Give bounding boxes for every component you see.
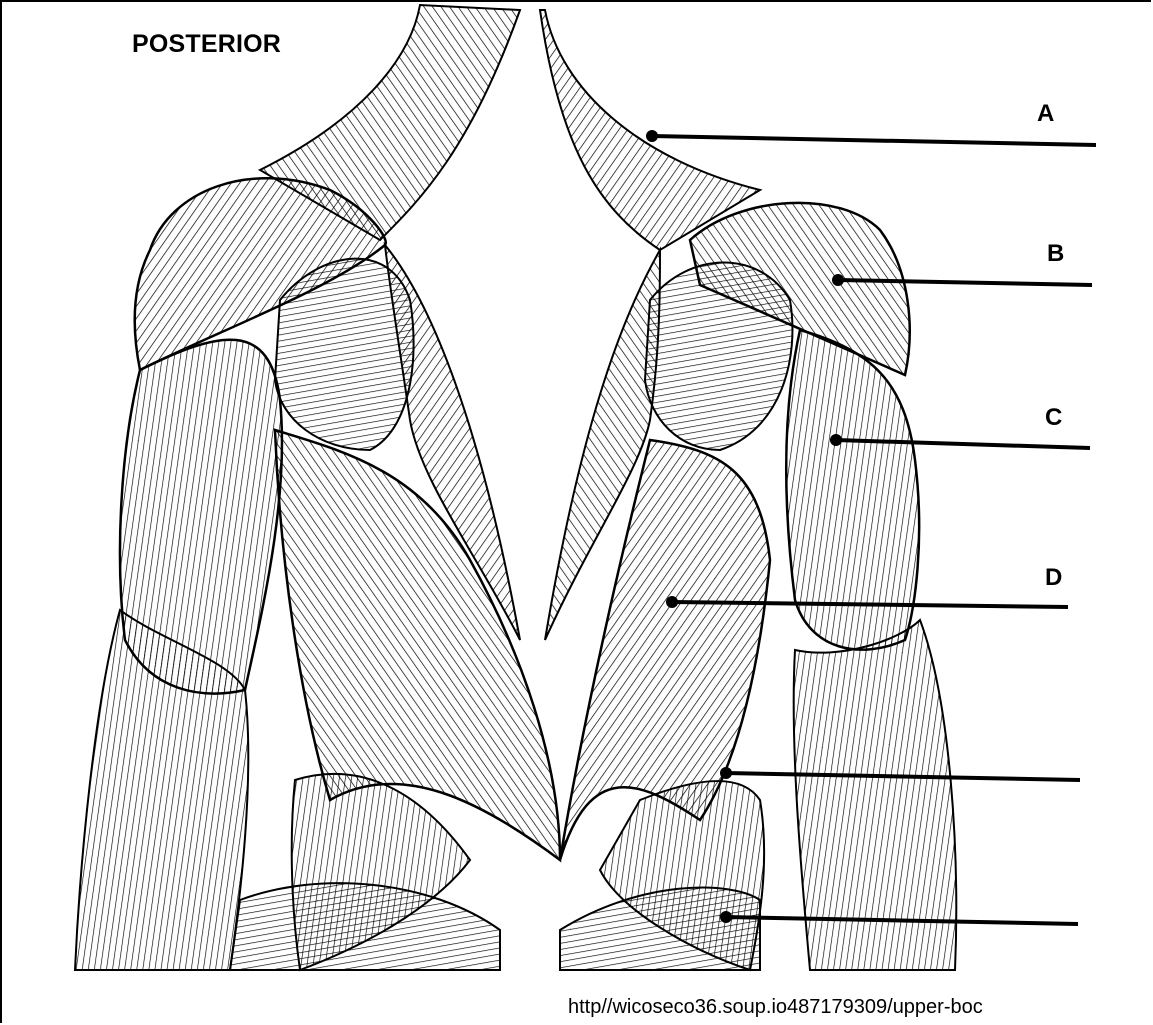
source-url: http//wicoseco36.soup.io487179309/upper-… bbox=[568, 996, 983, 1019]
infraspinatus-right bbox=[645, 263, 792, 451]
posterior-title: POSTERIOR bbox=[132, 30, 281, 59]
gluteal-left bbox=[230, 883, 500, 970]
leader-line-a bbox=[646, 130, 1096, 145]
label-a: A bbox=[1037, 100, 1054, 128]
gluteal-right bbox=[560, 888, 760, 970]
label-c: C bbox=[1045, 404, 1062, 432]
trapezius-upper-right bbox=[540, 10, 760, 250]
label-d: D bbox=[1045, 564, 1062, 592]
label-b: B bbox=[1047, 240, 1064, 268]
